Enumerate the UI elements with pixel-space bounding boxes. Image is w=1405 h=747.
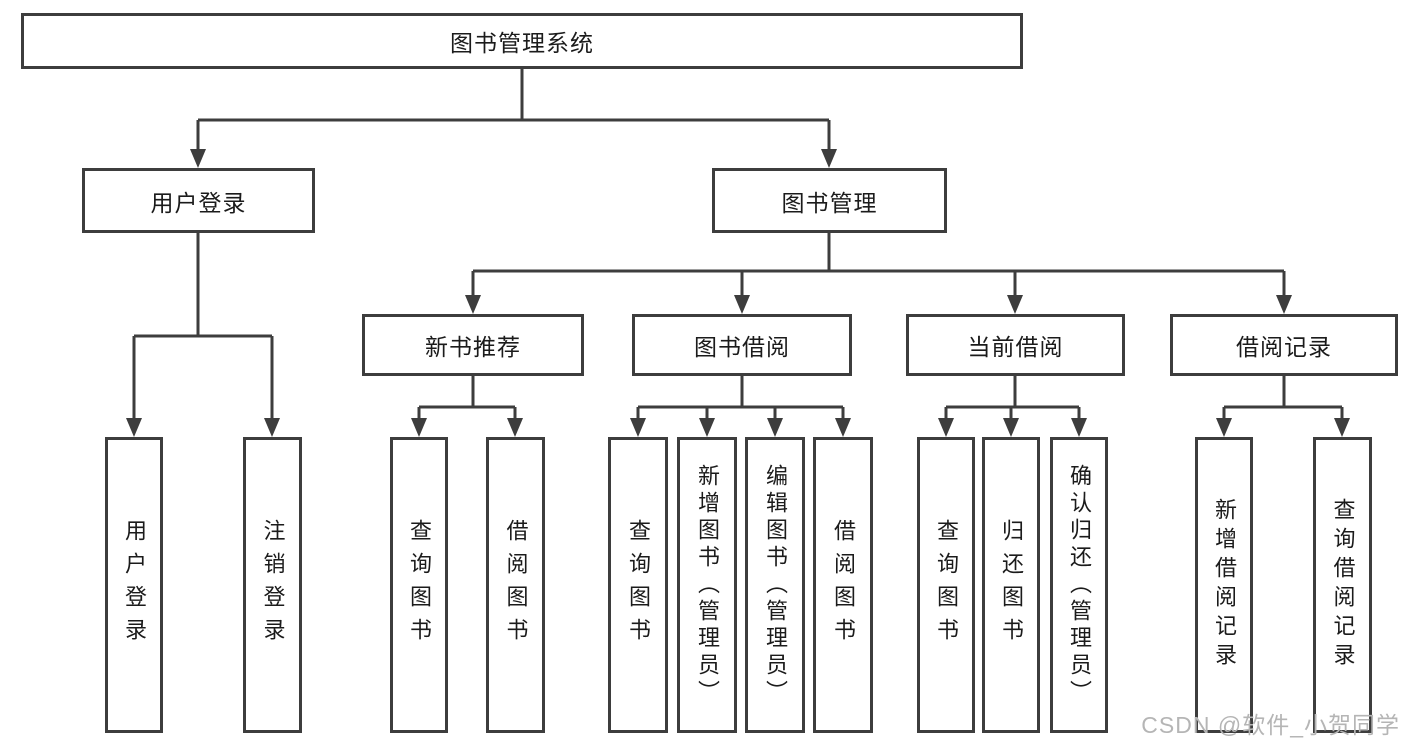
node-new-book-recommendation: 新书推荐 [362,314,584,376]
leaf-borrow-books-recommend: 借阅图书 [486,437,545,733]
csdn-watermark: CSDN @软件_小贺同学 [1141,712,1400,738]
leaf-return-book: 归还图书 [982,437,1040,733]
leaf-label: 查询借阅记录 [1330,498,1356,672]
leaf-edit-book-admin: 编辑图书（管理员） [745,437,805,733]
node-label: 当前借阅 [967,334,1064,360]
leaf-add-borrow-record: 新增借阅记录 [1195,437,1253,733]
node-label: 新书推荐 [425,334,521,360]
node-label: 图书借阅 [694,334,790,360]
node-library-management-system: 图书管理系统 [21,13,1023,69]
node-user-login: 用户登录 [82,168,315,233]
node-book-management: 图书管理 [712,168,947,233]
node-label: 图书管理系统 [450,30,594,56]
leaf-label: 查询图书 [626,519,651,651]
leaf-borrow-books-borrowing: 借阅图书 [813,437,873,733]
leaf-search-books-recommend: 查询图书 [390,437,448,733]
arrowhead-icons [126,149,1350,437]
leaf-label: 借阅图书 [503,519,529,651]
leaf-label: 查询图书 [934,519,959,651]
leaf-label: 借阅图书 [831,519,856,651]
leaf-add-book-admin: 新增图书（管理员） [677,437,737,733]
leaf-label: 归还图书 [999,519,1024,651]
node-label: 用户登录 [150,189,247,216]
node-book-borrowing: 图书借阅 [632,314,852,376]
leaf-label: 注销登录 [260,519,286,651]
leaf-label: 新增图书（管理员） [695,463,720,707]
node-borrowing-records: 借阅记录 [1170,314,1398,376]
leaf-label: 新增借阅记录 [1212,498,1237,672]
node-label: 图书管理 [781,189,878,216]
leaf-label: 编辑图书（管理员） [763,463,788,707]
leaf-search-borrow-record: 查询借阅记录 [1313,437,1372,733]
leaf-label: 用户登录 [122,519,147,651]
leaf-user-login: 用户登录 [105,437,163,733]
leaf-label: 确认归还（管理员） [1067,463,1092,707]
leaf-logout-login: 注销登录 [243,437,302,733]
node-current-borrowing: 当前借阅 [906,314,1125,376]
node-label: 借阅记录 [1236,334,1332,360]
leaf-search-books-current: 查询图书 [917,437,975,733]
leaf-search-books-borrowing: 查询图书 [608,437,668,733]
leaf-confirm-return-admin: 确认归还（管理员） [1050,437,1108,733]
leaf-label: 查询图书 [407,519,432,651]
